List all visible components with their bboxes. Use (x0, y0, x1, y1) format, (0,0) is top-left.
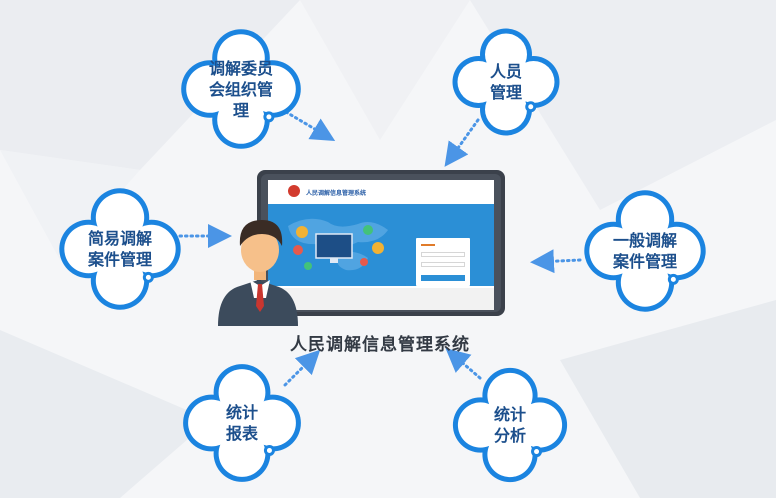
screen-header: 人民调解信息管理系统 (268, 180, 494, 203)
login-panel (416, 238, 470, 286)
arrow-committee (284, 110, 336, 142)
screen-title: 人民调解信息管理系统 (306, 190, 367, 197)
module-analysis[interactable]: 统计 分析 (451, 366, 569, 484)
petal-shape (183, 364, 301, 482)
module-label: 调解委员 会组织管 理 (208, 58, 273, 120)
module-label: 统计 报表 (225, 403, 258, 443)
petal-shape (452, 367, 568, 483)
petal-shape (452, 28, 560, 136)
screen-banner (268, 204, 494, 286)
module-report[interactable]: 统计 报表 (181, 362, 303, 484)
module-general-case[interactable]: 一般调解 案件管理 (582, 188, 708, 314)
petal-shape (584, 190, 706, 312)
login-button (421, 275, 465, 281)
module-label: 人员 管理 (489, 62, 522, 102)
petal-shape (59, 188, 181, 310)
connector-dot (667, 273, 679, 285)
diagram-title: 人民调解信息管理系统 (290, 335, 470, 355)
module-label: 一般调解 案件管理 (612, 231, 677, 271)
connector-dot (263, 444, 275, 456)
world-map-illustration (288, 218, 388, 271)
arrow-general-case (530, 249, 582, 274)
connector-dot (142, 271, 154, 283)
module-committee[interactable]: 调解委员 会组织管 理 (179, 27, 303, 151)
module-label: 简易调解 案件管理 (87, 229, 152, 269)
connector-dot (531, 446, 543, 458)
arrow-analysis (445, 348, 482, 380)
module-simple-case[interactable]: 简易调解 案件管理 (57, 186, 183, 312)
screen-footer (268, 288, 494, 310)
connector-dot (263, 111, 275, 123)
connector-dot (525, 101, 537, 113)
module-personnel[interactable]: 人员 管理 (451, 27, 561, 137)
module-label: 统计 分析 (493, 405, 526, 445)
petal-shape (181, 29, 301, 149)
arrow-personnel (444, 118, 480, 167)
person-icon (218, 220, 298, 326)
emblem-icon (288, 185, 300, 197)
screen: 人民调解信息管理系统 (268, 180, 494, 310)
arrow-report (283, 349, 321, 387)
